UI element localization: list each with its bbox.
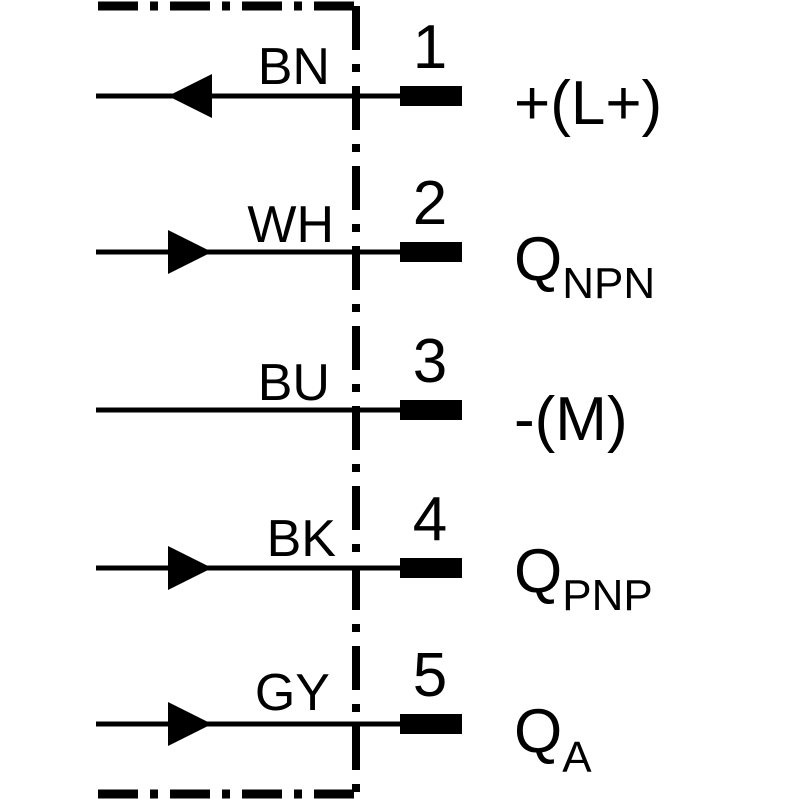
arrow-out-icon (168, 702, 212, 746)
signal-label: -(M) (514, 385, 628, 454)
signal-label: +(L+) (514, 69, 662, 138)
pin-row: BU 3 -(M) (96, 327, 628, 454)
pin-number: 3 (413, 327, 447, 396)
arrow-in-icon (168, 74, 212, 118)
signal-label: QPNP (514, 537, 653, 620)
wire-color-label: GY (255, 664, 330, 722)
wire-color-label: BK (267, 510, 337, 568)
wire-color-label: BU (258, 354, 330, 412)
pin-row: BK 4 QPNP (96, 485, 653, 620)
pin-number: 5 (413, 641, 447, 710)
pin-terminal (400, 242, 462, 262)
signal-label: QA (514, 697, 592, 782)
pin-row: GY 5 QA (96, 641, 592, 782)
pin-terminal (400, 714, 462, 734)
wire-color-label: BN (258, 38, 330, 96)
pin-row: BN 1 +(L+) (96, 13, 662, 138)
pin-row: WH 2 QNPN (96, 169, 655, 308)
arrow-out-icon (168, 230, 212, 274)
pin-number: 2 (413, 169, 447, 238)
wire-color-label: WH (247, 196, 334, 254)
arrow-out-icon (168, 546, 212, 590)
pin-number: 1 (413, 13, 447, 82)
pin-terminal (400, 400, 462, 420)
signal-label: QNPN (514, 225, 655, 308)
pin-number: 4 (413, 485, 447, 554)
pin-terminal (400, 558, 462, 578)
pin-terminal (400, 86, 462, 106)
